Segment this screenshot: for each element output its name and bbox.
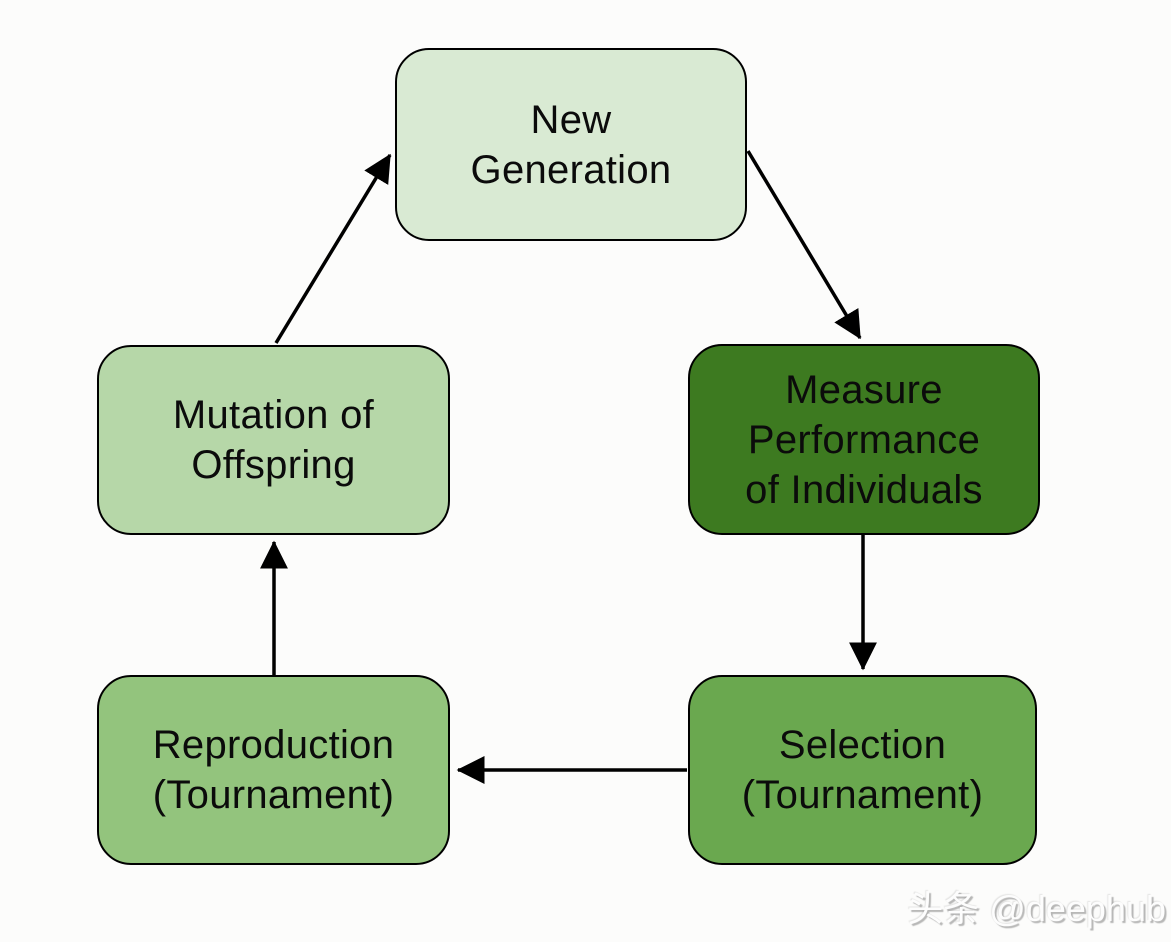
node-new-generation: New Generation bbox=[395, 48, 747, 241]
node-selection: Selection (Tournament) bbox=[688, 675, 1037, 865]
node-measure-performance: Measure Performance of Individuals bbox=[688, 344, 1040, 535]
node-reproduction: Reproduction (Tournament) bbox=[97, 675, 450, 865]
node-selection-label: Selection (Tournament) bbox=[741, 723, 984, 817]
node-mutation-of-offspring-label: Mutation of Offspring bbox=[172, 393, 375, 487]
watermark: 头条 @deephub bbox=[907, 888, 1166, 929]
node-mutation-of-offspring: Mutation of Offspring bbox=[97, 345, 450, 535]
node-new-generation-label: New Generation bbox=[470, 97, 672, 192]
arrow-mutation-to-new-generation bbox=[274, 153, 392, 344]
node-measure-performance-label: Measure Performance of Individuals bbox=[745, 367, 983, 512]
arrow-new-generation-to-measure bbox=[746, 150, 862, 340]
node-reproduction-label: Reproduction (Tournament) bbox=[152, 723, 395, 817]
